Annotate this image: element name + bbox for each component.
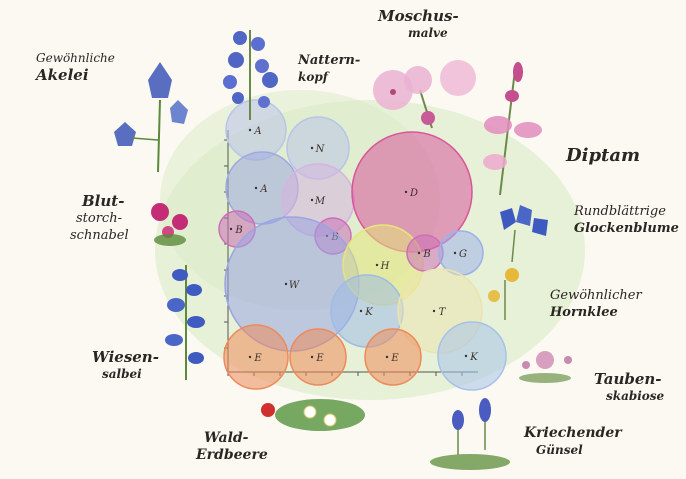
circle-center-dot bbox=[405, 191, 407, 193]
circle-letter: K bbox=[469, 352, 478, 363]
label-blutstorchschnabel: Blut- storch- schnabel bbox=[70, 193, 129, 244]
circle-letter: M bbox=[314, 196, 326, 207]
circle-letter: K bbox=[364, 307, 373, 318]
label-walderdbeere: Wald- Erdbeere bbox=[196, 430, 268, 464]
circle-center-dot bbox=[249, 129, 251, 131]
label-guensel: Kriechender Günsel bbox=[524, 425, 622, 459]
circle-center-dot bbox=[311, 147, 313, 149]
circle-center-dot bbox=[386, 356, 388, 358]
label-diptam: Diptam bbox=[566, 147, 640, 164]
taubenskabiose-illustration bbox=[519, 351, 572, 383]
label-taubenskabiose: Tauben- skabiose bbox=[594, 371, 664, 405]
circle-letter: A bbox=[253, 126, 261, 137]
circle-center-dot bbox=[418, 252, 420, 254]
circle-center-dot bbox=[230, 228, 232, 230]
circle-letter: H bbox=[380, 261, 390, 272]
circle-center-dot bbox=[311, 199, 313, 201]
walderdbeere-illustration bbox=[261, 399, 365, 431]
circle-center-dot bbox=[465, 355, 467, 357]
circle-letter: E bbox=[253, 353, 262, 364]
circle-center-dot bbox=[433, 310, 435, 312]
circle-letter: B bbox=[422, 249, 430, 260]
circle-center-dot bbox=[454, 252, 456, 254]
circle-letter: W bbox=[289, 280, 300, 291]
circle-letter: B bbox=[234, 225, 242, 236]
label-wiesensalbei: Wiesen- salbei bbox=[92, 349, 159, 383]
circle-letter: E bbox=[390, 353, 399, 364]
circle-letter: A bbox=[259, 184, 267, 195]
circle-center-dot bbox=[285, 283, 287, 285]
circle-center-dot bbox=[249, 356, 251, 358]
circle-center-dot bbox=[376, 264, 378, 266]
label-akelei: Gewöhnliche Akelei bbox=[36, 50, 115, 84]
circle-letter: E bbox=[315, 353, 324, 364]
circle-letter: D bbox=[409, 188, 418, 199]
label-natternkopf: Nattern- kopf bbox=[298, 52, 360, 86]
circle-center-dot bbox=[255, 187, 257, 189]
guensel-illustration bbox=[430, 398, 510, 470]
circle-letter: G bbox=[459, 249, 467, 260]
circle-center-dot bbox=[311, 356, 313, 358]
circle-center-dot bbox=[360, 310, 362, 312]
label-glockenblume: Rundblättrige Glockenblume bbox=[574, 203, 679, 237]
label-moschusmalve: Moschus- malve bbox=[378, 8, 459, 42]
label-hornklee: Gewöhnlicher Hornklee bbox=[550, 287, 642, 321]
circle-letter: N bbox=[315, 144, 326, 155]
